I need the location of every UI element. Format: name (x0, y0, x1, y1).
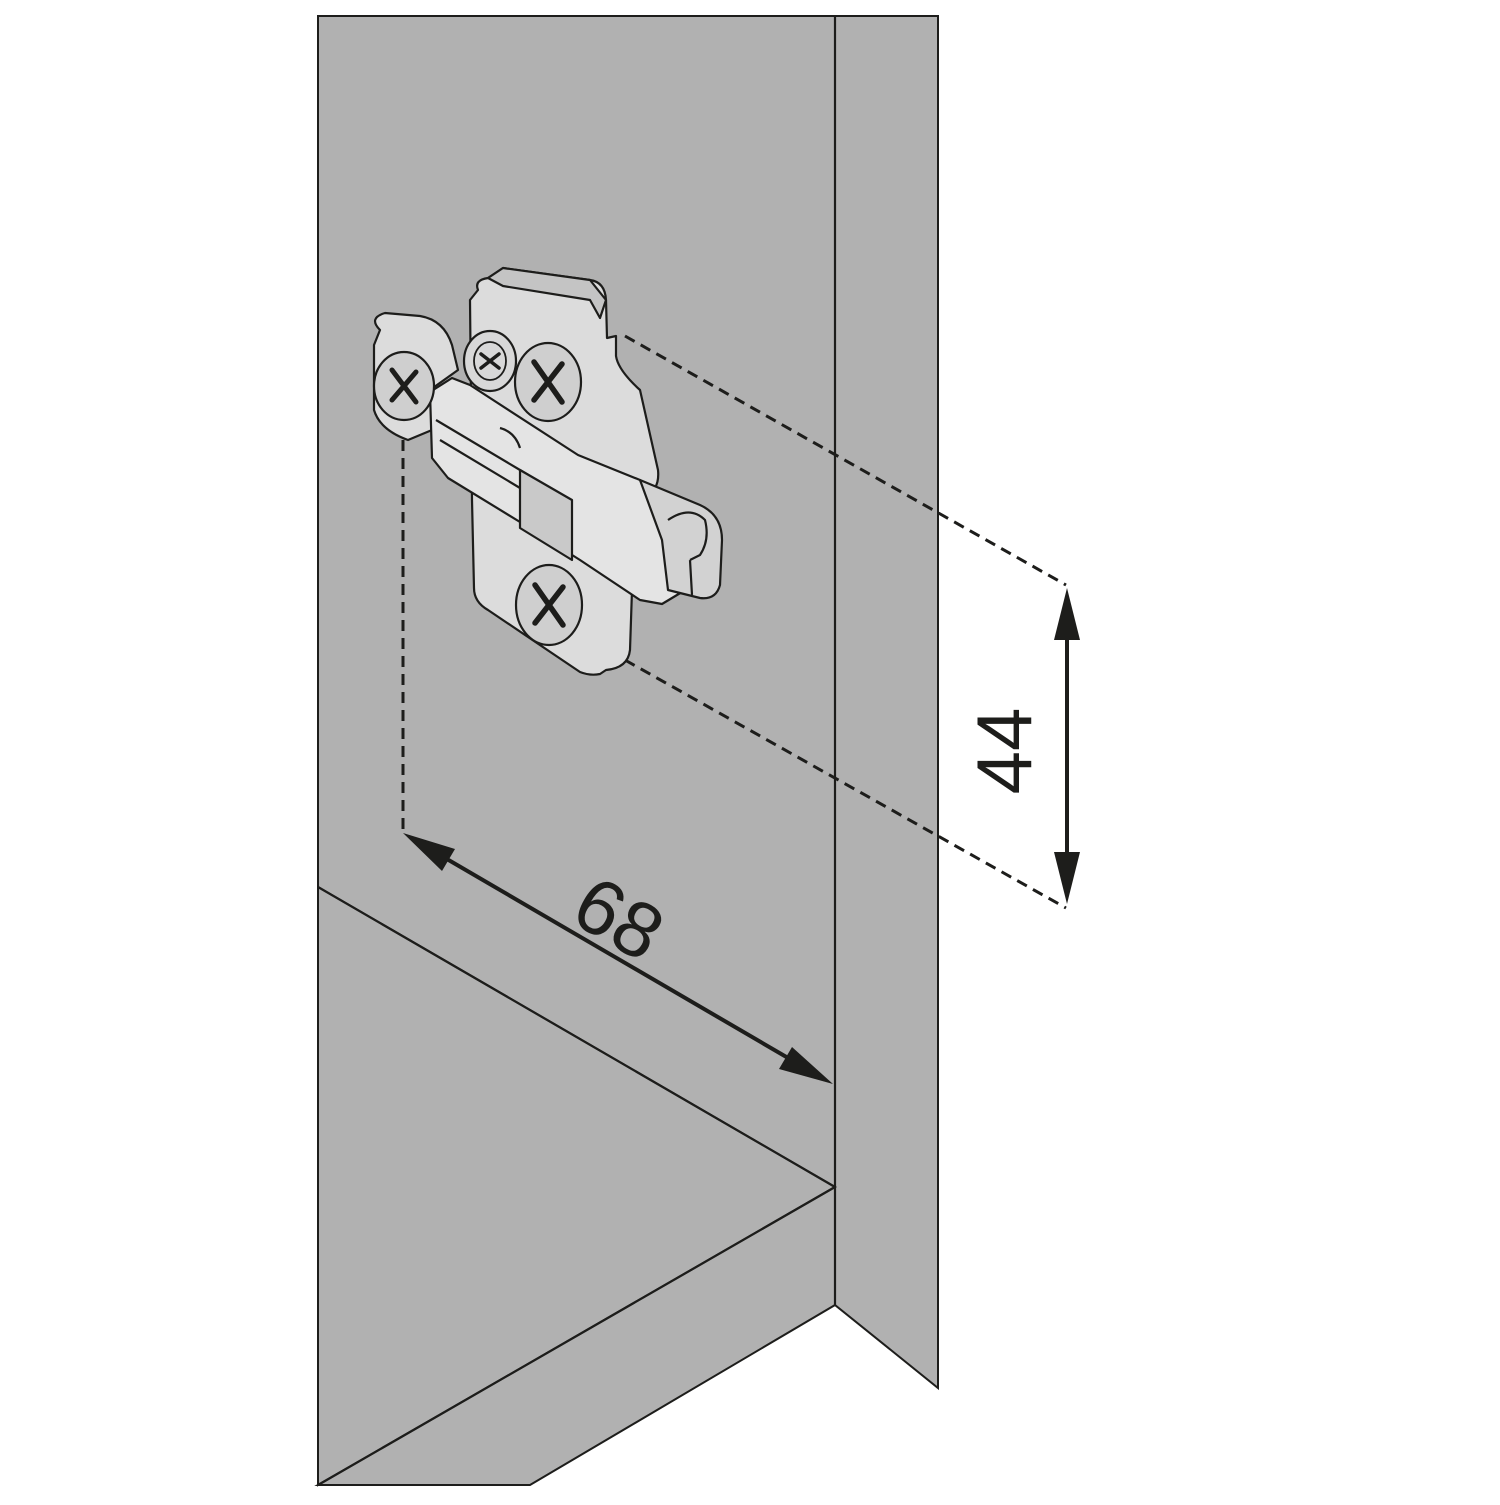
dashed-reference-lines (401, 334, 1067, 910)
bottom-front-line (317, 1186, 836, 1486)
screw-adjust-small (462, 329, 518, 393)
plate-front-clip (638, 478, 724, 600)
dashed-line-top-projection (624, 334, 1067, 587)
dashed-line-bottom-projection (624, 658, 1067, 910)
plate-top-lip (486, 266, 608, 320)
screw-top-right (513, 341, 583, 423)
screw-bottom (514, 563, 584, 647)
dimension-44-arrow-bottom (1054, 852, 1080, 904)
dimension-44-arrow-top (1054, 588, 1080, 640)
dimension-44-label: 44 (960, 708, 1048, 795)
cabinet-side-panel (314, 15, 939, 1487)
plate-clip-detail (667, 511, 708, 596)
adjust-screw-ring (473, 341, 507, 381)
adjust-screw-cross-icon (479, 352, 501, 370)
bottom-joint-line (317, 886, 836, 1188)
dimension-68-arrow-start (403, 833, 455, 871)
screw-cross-icon (532, 582, 566, 628)
dimension-68-line (438, 853, 797, 1064)
screw-cross-icon (389, 367, 419, 405)
screw-cross-icon (531, 359, 565, 405)
screw-left-wing (372, 350, 436, 422)
dimension-68-arrow-end (779, 1047, 833, 1084)
dimension-44: 44 (960, 588, 1080, 904)
plate-slide-channel (518, 468, 574, 562)
side-panel-front-edge (834, 15, 939, 1391)
